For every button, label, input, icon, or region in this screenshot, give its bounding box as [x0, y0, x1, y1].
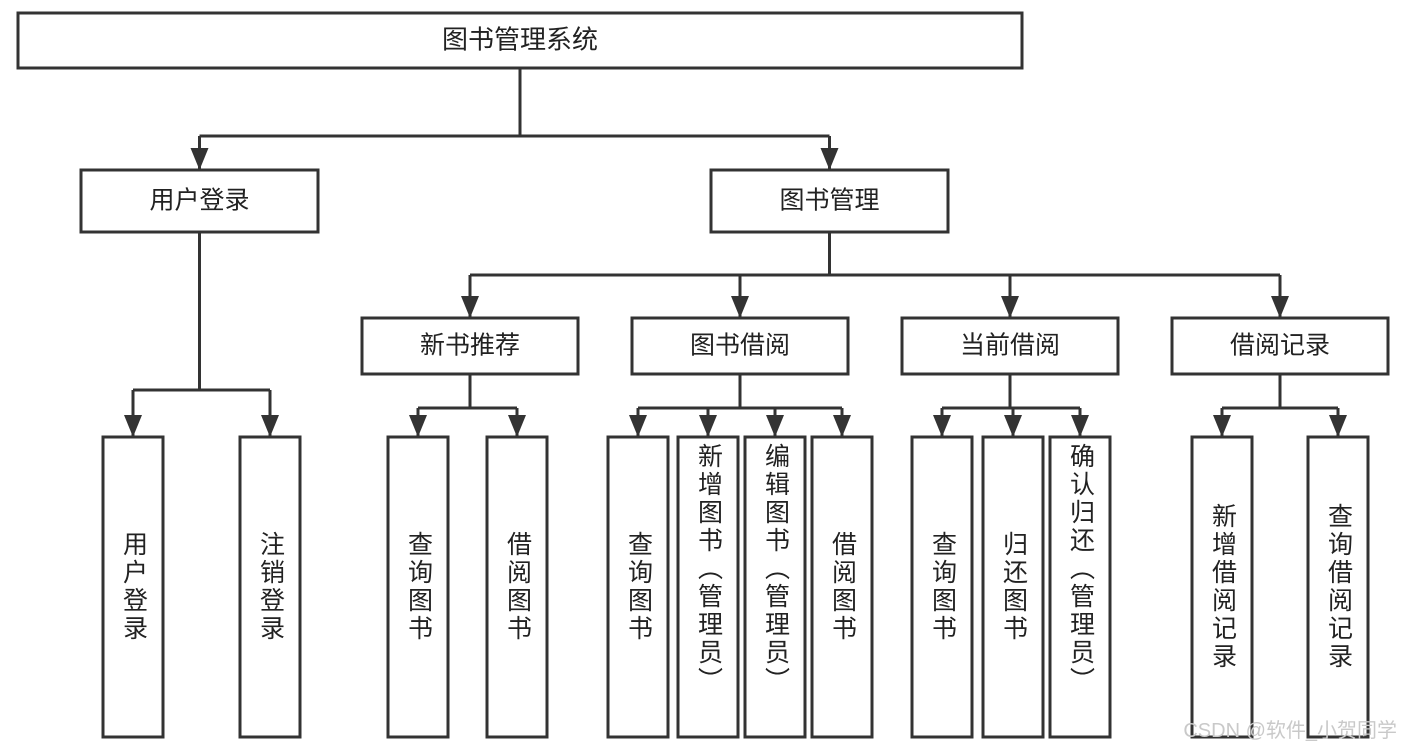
- node-label-borrow-record: 借阅记录: [1230, 332, 1330, 360]
- node-label-book-borrow: 图书借阅: [690, 332, 790, 360]
- node-box-leaf-query-book-borrow[interactable]: [606, 435, 670, 739]
- arrow-head-current-borrow: [1001, 296, 1019, 318]
- node-label-user-login: 用户登录: [149, 187, 249, 215]
- arrow-head-leaf-logout: [261, 415, 279, 437]
- arrow-head-borrow-record: [1271, 296, 1289, 318]
- arrow-head-book-borrow: [731, 296, 749, 318]
- node-box-leaf-add-record[interactable]: [1190, 435, 1254, 739]
- arrow-head-user-login: [190, 148, 209, 170]
- arrow-head-book-manage: [820, 148, 839, 170]
- node-box-current-borrow[interactable]: [900, 316, 1120, 376]
- node-box-leaf-edit-book[interactable]: [743, 435, 807, 739]
- node-box-root[interactable]: [16, 11, 1024, 70]
- node-box-leaf-borrow-book-rec[interactable]: [485, 435, 549, 739]
- node-box-borrow-record[interactable]: [1170, 316, 1390, 376]
- arrow-head-leaf-confirm-return: [1071, 415, 1089, 437]
- node-box-leaf-return-book[interactable]: [981, 435, 1045, 739]
- arrow-head-leaf-return-book: [1004, 415, 1022, 437]
- node-box-user-login[interactable]: [79, 168, 320, 234]
- arrow-head-leaf-query-record: [1329, 415, 1347, 437]
- node-box-leaf-add-book[interactable]: [676, 435, 740, 739]
- arrow-head-leaf-query-book-cur: [933, 415, 951, 437]
- arrow-head-leaf-edit-book: [766, 415, 784, 437]
- arrow-head-leaf-add-record: [1213, 415, 1231, 437]
- node-box-book-borrow[interactable]: [630, 316, 850, 376]
- node-box-leaf-borrow-book[interactable]: [810, 435, 874, 739]
- arrow-head-leaf-query-book-borrow: [629, 415, 647, 437]
- connectors-layer: [124, 68, 1347, 437]
- arrow-head-new-book-rec: [461, 296, 479, 318]
- node-box-new-book-rec[interactable]: [360, 316, 580, 376]
- node-label-new-book-rec: 新书推荐: [420, 332, 520, 360]
- node-box-leaf-query-record[interactable]: [1306, 435, 1370, 739]
- arrow-head-leaf-borrow-book: [833, 415, 851, 437]
- arrow-head-leaf-query-book-rec: [409, 415, 427, 437]
- node-box-leaf-user-login[interactable]: [101, 435, 165, 739]
- node-box-leaf-confirm-return[interactable]: [1048, 435, 1112, 739]
- node-box-leaf-logout[interactable]: [238, 435, 302, 739]
- node-label-current-borrow: 当前借阅: [960, 332, 1060, 360]
- node-box-leaf-query-book-rec[interactable]: [386, 435, 450, 739]
- node-label-book-manage: 图书管理: [779, 187, 879, 215]
- arrow-head-leaf-user-login: [124, 415, 142, 437]
- node-label-root: 图书管理系统: [442, 24, 598, 54]
- arrow-head-leaf-add-book: [699, 415, 717, 437]
- node-box-leaf-query-book-cur[interactable]: [910, 435, 974, 739]
- boxes-layer: [16, 11, 1390, 739]
- node-box-book-manage[interactable]: [709, 168, 950, 234]
- arrow-head-leaf-borrow-book-rec: [508, 415, 526, 437]
